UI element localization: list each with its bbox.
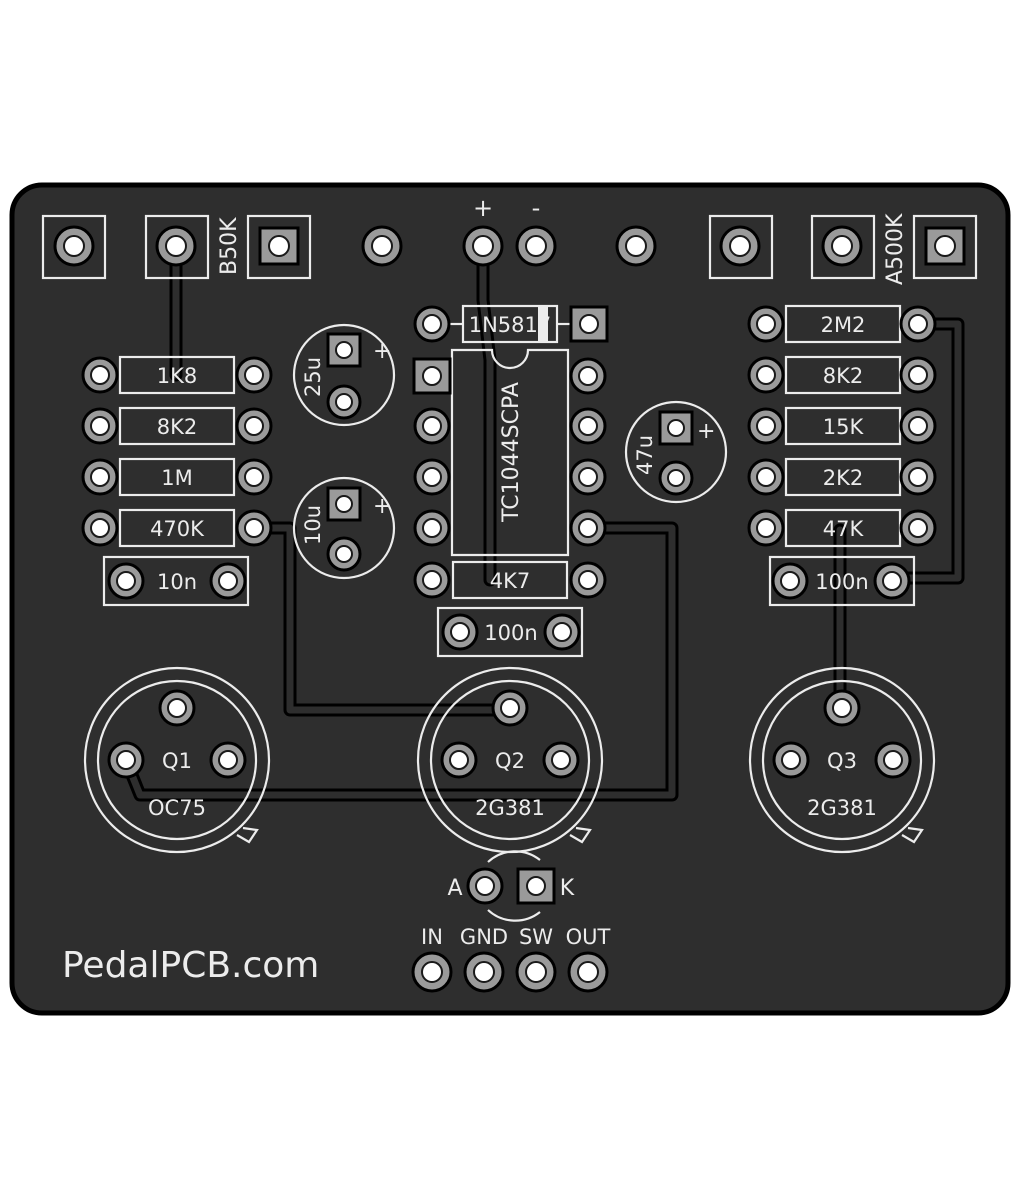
io-label-in: IN [421,925,443,949]
resistor-center-label: 4K7 [490,569,531,593]
transistor-q1: Q1 OC75 [83,666,271,854]
cap-elec-10u: + 10u [292,476,396,580]
transistor-part-label: OC75 [148,796,206,820]
cap-elec-10u-polarity: + [373,494,391,519]
io-label-gnd: GND [460,925,508,949]
led-footprint: A K [447,850,575,922]
pot-right-pads [708,214,978,280]
power-plus-label: + [473,194,493,222]
resistor-label: 8K2 [823,364,864,388]
cap-elec-25u-polarity: + [373,339,391,364]
transistor-part-label: 2G381 [475,796,545,820]
resistor-label: 2K2 [823,466,864,490]
resistors-right: 2M2 8K2 15K 2K2 47K [747,304,937,548]
resistors-left: 1K8 8K2 1M 470K [81,355,273,548]
io-label-out: OUT [566,925,611,949]
led-cathode-label: K [560,876,575,901]
transistor-part-label: 2G381 [807,796,877,820]
power-minus-label: - [532,194,541,222]
resistor-label: 1K8 [157,364,198,388]
ic-chip: TC1044SCPA [412,348,607,557]
cap-film-left-label: 10n [157,570,197,594]
pot-left-pads [41,214,312,280]
io-label-sw: SW [519,925,553,949]
io-pads: IN GND SW OUT [411,925,611,993]
cap-film-left: 10n [102,555,250,607]
transistor-ref-label: Q1 [162,749,192,773]
transistor-q2: Q2 2G381 [416,666,604,854]
cap-film-right-label: 100n [815,570,868,594]
pot-right-label: A500K [883,213,908,285]
resistor-label: 470K [150,517,205,541]
cap-film-center: 100n [436,606,584,658]
cap-elec-10u-label: 10u [301,505,325,545]
top-middle-pads [361,225,657,267]
led-anode-label: A [447,876,462,901]
transistor-q3: Q3 2G381 [748,666,936,854]
ic-label: TC1044SCPA [499,382,524,523]
resistor-label: 1M [161,466,192,490]
pot-left-label: B50K [217,217,242,275]
transistor-ref-label: Q2 [495,749,525,773]
cap-elec-47u-label: 47u [633,435,657,475]
resistor-label: 47K [823,517,865,541]
cap-film-center-label: 100n [484,621,537,645]
brand-label: PedalPCB.com [62,945,319,986]
resistor-label: 8K2 [157,415,198,439]
resistor-center: 4K7 [413,560,607,600]
diode-top-label: 1N5817 [469,313,552,337]
cap-elec-47u: + 47u [624,400,728,504]
cap-film-right: 100n [768,555,916,607]
cap-elec-25u: + 25u [292,323,396,427]
resistor-label: 2M2 [821,313,866,337]
resistor-label: 15K [823,415,865,439]
diode-top: 1N5817 [413,304,609,344]
cap-elec-25u-label: 25u [301,357,325,397]
transistor-ref-label: Q3 [827,749,857,773]
cap-elec-47u-polarity: + [697,419,715,444]
